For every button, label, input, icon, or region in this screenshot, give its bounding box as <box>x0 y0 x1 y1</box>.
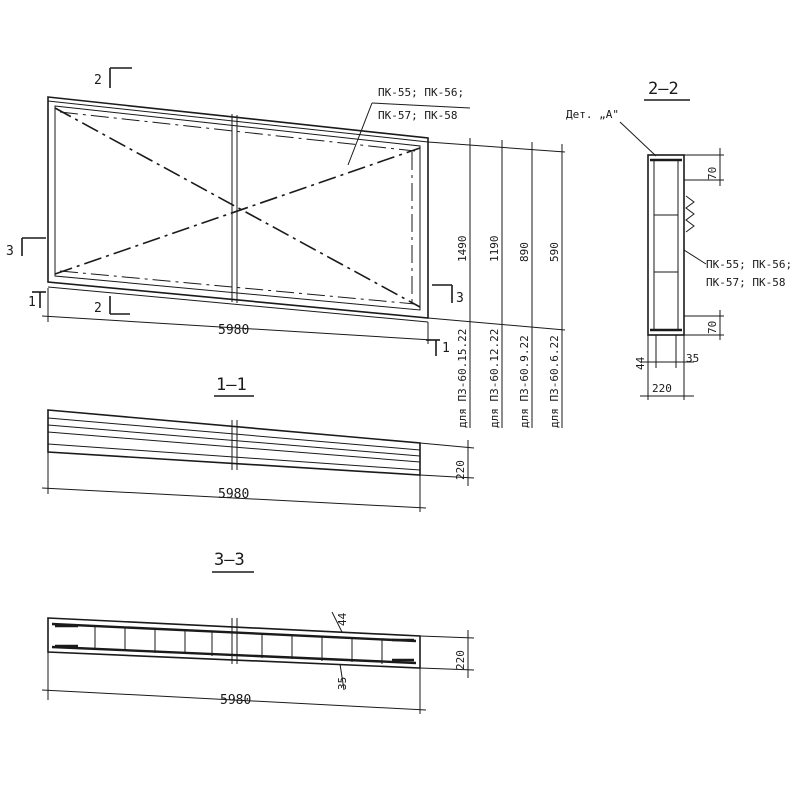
section-3-3-length-dim: 5980 <box>220 693 251 708</box>
plan-dim-1490: 1490 <box>456 236 469 263</box>
plan-callout-line-2: ПК-57; ПК-58 <box>378 109 457 122</box>
section-3-3-height-dim: 220 <box>454 650 467 670</box>
plan-dim-590: 590 <box>548 242 561 262</box>
plan-width-dim-line <box>41 315 433 341</box>
section-2-2-outline <box>647 154 685 336</box>
section-2-2-width-dim: 220 <box>652 382 672 395</box>
section-3-3: 3–3 44 35 <box>41 550 475 714</box>
section-2-2-callout-line-1: ПК-55; ПК-56; <box>706 258 792 271</box>
section-3-3-bottom-dim: 35 <box>336 677 349 690</box>
section-mark-3-left: 3 <box>6 244 14 259</box>
plan-dim-1190: 1190 <box>488 236 501 263</box>
section-3-3-top-dim: 44 <box>336 612 349 626</box>
section-mark-1-right: 1 <box>442 341 450 356</box>
section-mark-2-bottom: 2 <box>94 301 102 316</box>
plan-inner-outline <box>54 105 421 311</box>
section-3-3-title: 3–3 <box>214 550 245 570</box>
plan-dim-note-2: для ПЗ-60.12.22 <box>488 329 501 428</box>
section-1-1: 1–1 220 5980 <box>41 375 475 512</box>
plan-width-dim: 5980 <box>218 323 249 338</box>
section-1-1-title: 1–1 <box>216 375 247 395</box>
section-1-1-height-dim: 220 <box>454 460 467 480</box>
section-2-2: 2–2 Дет. „А" ПК-55; ПК-56; ПК-57; ПК-58 … <box>566 79 792 400</box>
plan-diagonal-1 <box>54 107 421 308</box>
plan-view: 2 2 3 3 1 1 ПК-55; ПК-56; ПК-57; ПК-58 5… <box>6 67 566 428</box>
plan-diagonal-2 <box>54 147 421 275</box>
section-2-2-callout-line-2: ПК-57; ПК-58 <box>706 276 785 289</box>
plan-callout-line-1: ПК-55; ПК-56; <box>378 86 464 99</box>
section-1-1-length-dim: 5980 <box>218 487 249 502</box>
plan-dim-note-4: для ПЗ-60.6.22 <box>548 335 561 428</box>
section-3-3-stirrups <box>94 626 383 664</box>
plan-dim-890: 890 <box>518 242 531 262</box>
plan-dim-note-3: для ПЗ-60.9.22 <box>518 335 531 428</box>
plan-outline <box>47 96 429 319</box>
section-2-2-right-dim: 35 <box>686 352 699 365</box>
section-1-1-outline <box>47 409 421 476</box>
section-2-2-title: 2–2 <box>648 79 679 99</box>
section-2-2-bottom-dim: 70 <box>706 321 719 334</box>
plan-dim-note-1: для ПЗ-60.15.22 <box>456 329 469 428</box>
section-2-2-top-dim: 70 <box>706 167 719 180</box>
section-mark-3-right: 3 <box>456 291 464 306</box>
section-2-2-detail-label: Дет. „А" <box>566 108 619 121</box>
section-2-2-left-dim: 44 <box>634 356 647 370</box>
section-mark-2-top: 2 <box>94 73 102 88</box>
section-mark-1-left: 1 <box>28 295 36 310</box>
